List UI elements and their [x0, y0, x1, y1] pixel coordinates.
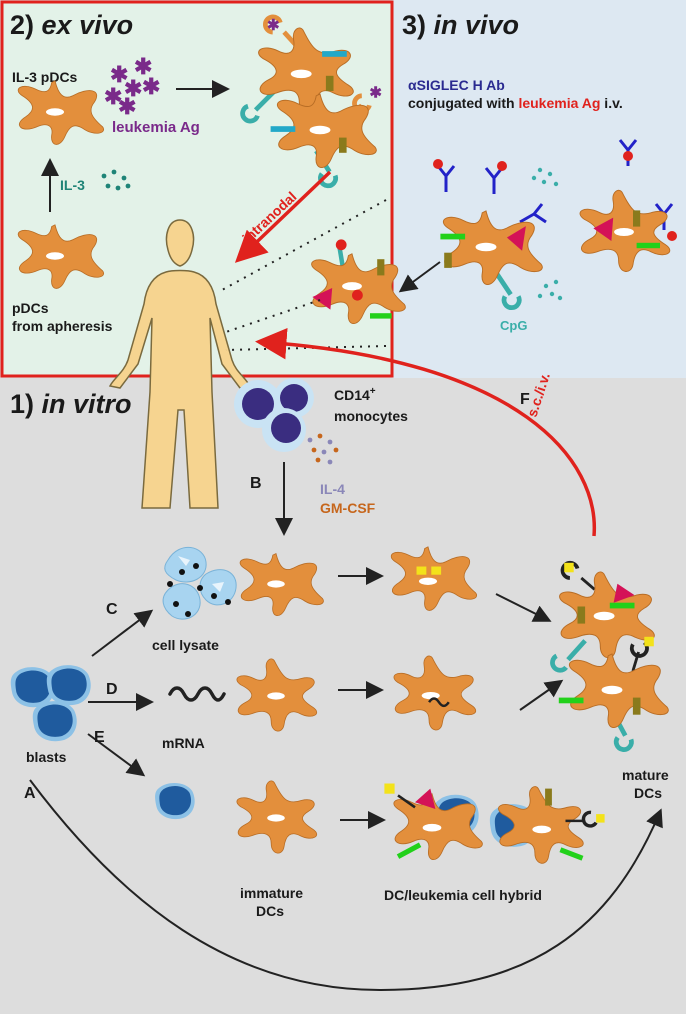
step-c-label: C — [106, 601, 118, 618]
svg-text:✱: ✱ — [124, 76, 142, 101]
cpg-dots-vivo — [531, 167, 563, 301]
loaded-pdc-upper: ✱ — [240, 14, 354, 124]
il3-label: IL-3 — [60, 177, 85, 193]
blasts-label: blasts — [26, 749, 67, 765]
svg-text:✱: ✱ — [142, 74, 160, 99]
mature-dcs-label: DCs — [634, 785, 662, 801]
intranodal-arrow — [234, 170, 332, 263]
pdc-activated — [311, 239, 406, 325]
arrow-to-activated-pdc — [398, 261, 441, 293]
svg-text:✱: ✱ — [134, 54, 152, 79]
in-vitro-title: 1) in vitro — [10, 389, 132, 419]
apheresis-label: from apheresis — [12, 318, 113, 334]
arrow-to-mature-upper — [495, 593, 552, 622]
mrna-label: mRNA — [162, 735, 205, 751]
cell-lysate-fragments — [162, 546, 237, 620]
antibody-label: αSIGLEC H Ab — [408, 77, 505, 93]
antibodies — [436, 139, 674, 230]
hybrid-cell-left — [384, 783, 483, 861]
step-a-label: A — [24, 785, 36, 802]
il3-pdcs-label: IL-3 pDCs — [12, 69, 78, 85]
leukemia-ag-label: leukemia Ag — [112, 119, 200, 136]
mature-dc-lower — [558, 636, 669, 752]
immature-label: immature — [240, 885, 303, 901]
cell-lysate-label: cell lysate — [152, 637, 219, 653]
antibody-conjugate-label: conjugated with leukemia Ag i.v. — [408, 95, 623, 111]
arrow-to-mature-lower — [519, 679, 564, 711]
cytokine-dots — [307, 433, 339, 465]
mature-label: mature — [622, 767, 669, 783]
pdcs-label: pDCs — [12, 300, 49, 316]
step-b-label: B — [250, 475, 262, 492]
single-blast — [155, 782, 195, 820]
sc-iv-arrow — [255, 328, 597, 537]
dc-loaded-lysate — [390, 546, 478, 611]
dc-loaded-mrna — [393, 655, 477, 731]
pdc-targeted-left — [440, 210, 543, 311]
svg-text:✱: ✱ — [118, 94, 136, 119]
idc-with-fusion-path — [236, 780, 318, 854]
il4-label: IL-4 — [320, 481, 345, 497]
arrow-c — [91, 609, 154, 657]
cpg-label: CpG — [500, 318, 527, 333]
svg-text:✱: ✱ — [369, 85, 382, 102]
monocytes-label: monocytes — [334, 408, 408, 424]
il3-dots — [101, 169, 131, 191]
step-d-label: D — [106, 681, 118, 698]
mature-dc-upper — [550, 560, 655, 673]
in-vivo-panel — [392, 0, 686, 378]
cd14-label: CD14+ — [334, 386, 376, 403]
arrow-a-direct — [29, 779, 663, 992]
antigen-dots — [433, 151, 677, 241]
pdc-cell-il3 — [17, 80, 105, 145]
in-vivo-title: 3) in vivo — [402, 10, 519, 40]
immature-dcs-label: DCs — [256, 903, 284, 919]
pdc-targeted-right — [579, 189, 671, 272]
svg-text:✱: ✱ — [267, 17, 280, 34]
ex-vivo-title: 2) ex vivo — [10, 10, 133, 40]
hybrid-cell-right — [489, 786, 605, 864]
step-f-label: F — [520, 391, 530, 408]
monocytes — [234, 378, 314, 452]
patient-figure — [108, 219, 252, 509]
arrow-e — [87, 733, 146, 777]
leukemia-ag-stars: ✱✱✱ ✱✱✱ — [104, 54, 160, 119]
gmcsf-label: GM-CSF — [320, 500, 376, 516]
hybrid-label: DC/leukemia cell hybrid — [384, 887, 542, 903]
idc-with-mrna-path — [236, 658, 318, 732]
dotted-connectors — [221, 199, 387, 351]
pdc-cell-apheresis — [17, 224, 105, 289]
idc-with-lysate-path — [239, 553, 324, 617]
step-e-label: E — [94, 729, 105, 746]
loaded-pdc-lower: ✱ — [270, 85, 382, 189]
mrna-strand — [168, 686, 226, 702]
svg-text:✱: ✱ — [110, 62, 128, 87]
svg-text:✱: ✱ — [104, 84, 122, 109]
